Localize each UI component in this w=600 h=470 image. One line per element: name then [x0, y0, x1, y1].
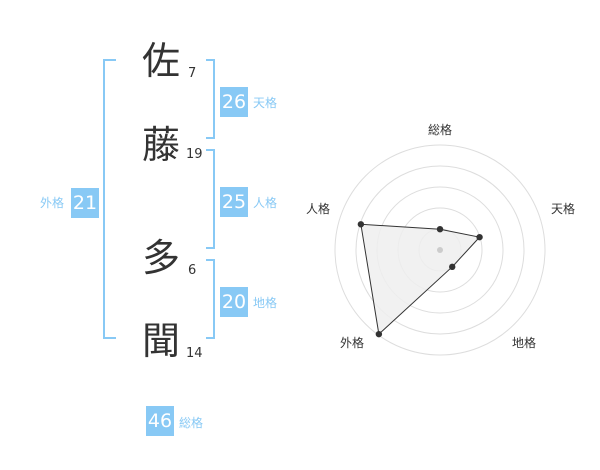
- gaikaku-badge: 21: [71, 188, 99, 218]
- gaikaku-label: 外格: [40, 196, 65, 210]
- radar-point: [476, 233, 483, 241]
- gaikaku-bracket: [103, 59, 116, 339]
- name-char-1: 佐: [142, 39, 181, 83]
- radar-polygon: [360, 223, 481, 336]
- radar-ring: [355, 165, 525, 335]
- radar-center: [437, 247, 443, 253]
- name-char-2: 藤: [142, 123, 181, 167]
- radar-point: [357, 221, 365, 228]
- radar-axis-label: 地格: [512, 335, 536, 350]
- name-char-3: 多: [142, 236, 181, 280]
- radar-point: [449, 263, 456, 271]
- radar-axis-label: 総格: [428, 122, 452, 137]
- name-char-4: 聞: [142, 319, 181, 363]
- chikaku-bracket: [206, 259, 215, 339]
- name-char-1-strokes: 7: [188, 66, 197, 81]
- tenkaku-badge: 26: [220, 87, 248, 117]
- radar-point: [375, 330, 383, 338]
- name-char-4-strokes: 14: [186, 346, 203, 361]
- radar-axis-label: 天格: [551, 201, 575, 216]
- radar-ring: [334, 144, 546, 356]
- name-char-2-strokes: 19: [186, 147, 203, 162]
- radar-axis-label: 外格: [340, 335, 364, 350]
- radar-point: [436, 226, 444, 233]
- soukaku-badge: 46: [146, 406, 174, 436]
- tenkaku-label: 天格: [253, 96, 278, 110]
- jinkaku-label: 人格: [253, 196, 278, 210]
- name-char-3-strokes: 6: [188, 263, 197, 278]
- tenkaku-bracket: [206, 59, 215, 139]
- jinkaku-badge: 25: [220, 187, 248, 217]
- jinkaku-bracket: [206, 149, 215, 249]
- chikaku-label: 地格: [253, 296, 278, 310]
- soukaku-label: 総格: [179, 416, 204, 430]
- chikaku-badge: 20: [220, 287, 248, 317]
- radar-axis-label: 人格: [306, 201, 330, 216]
